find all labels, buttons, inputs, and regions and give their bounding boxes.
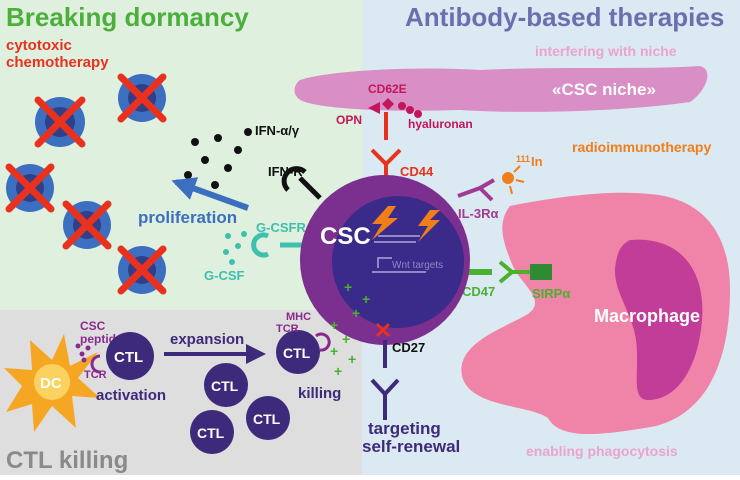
label-proliferation: proliferation: [138, 208, 237, 227]
il3ra-antibody: [457, 178, 495, 202]
hyaluronan-chain: [398, 102, 422, 118]
label-cd47: CD47: [462, 284, 495, 299]
ctl-cell-expanded-3: [190, 410, 234, 454]
svg-text:+: +: [334, 363, 342, 379]
svg-text:+: +: [348, 351, 356, 367]
wnt-arrow: [377, 257, 392, 268]
sirpa-receptor: [530, 264, 552, 280]
title-ctl-killing: CTL killing: [6, 447, 128, 474]
indium-isotope: [502, 172, 514, 184]
label-chemotherapy: chemotherapy: [6, 54, 109, 71]
label-radioimmunotherapy: radioimmunotherapy: [572, 139, 711, 155]
radiation-bolt-1: [418, 210, 440, 242]
label-hyaluronan: hyaluronan: [408, 117, 473, 131]
svg-text:+: +: [344, 279, 352, 295]
label-activation: activation: [96, 387, 166, 404]
proliferation-arrow: [171, 177, 250, 211]
gcsf-molecules: [223, 231, 247, 265]
label-cytotoxic: cytotoxic: [6, 37, 72, 54]
ctl-cell-activation: [106, 332, 154, 380]
label-csc-niche: «CSC niche»: [552, 80, 656, 99]
gcsf-receptor: [251, 232, 305, 258]
label-cd44: CD44: [400, 164, 434, 179]
label-indium: In: [531, 154, 543, 169]
cd62e-marker: [382, 98, 394, 110]
cd47-antibody: [498, 260, 530, 284]
label-wnt-targets: Wnt targets: [392, 260, 443, 271]
tcr-receptor-killing: [315, 332, 331, 352]
label-gcsfr: G-CSFR: [256, 220, 306, 235]
svg-text:+: +: [342, 331, 350, 347]
svg-text:+: +: [352, 305, 360, 321]
label-ctl-1: CTL: [114, 349, 143, 366]
radiation-bolt-2: [372, 206, 398, 240]
dc-nucleus: [34, 364, 70, 400]
label-gcsf: G-CSF: [204, 268, 245, 283]
csc-peptides: [75, 343, 91, 363]
label-targeting: targeting: [368, 419, 441, 438]
label-ctl-3: CTL: [253, 411, 281, 427]
opn-marker: [368, 102, 380, 114]
label-ctl-2: CTL: [211, 378, 239, 394]
label-macrophage: Macrophage: [594, 306, 700, 326]
title-antibody-therapies: Antibody-based therapies: [405, 2, 724, 32]
label-interfering-niche: interfering with niche: [535, 43, 677, 59]
dna-strands: [374, 235, 420, 243]
label-sirpa: SIRPα: [532, 286, 570, 301]
label-cd27: CD27: [392, 340, 425, 355]
svg-text:+: +: [330, 317, 338, 333]
title-breaking-dormancy: Breaking dormancy: [6, 2, 249, 32]
label-enabling-phagocytosis: enabling phagocytosis: [526, 443, 678, 459]
label-ifnr: IFN-R: [268, 164, 303, 179]
csc-niche: [294, 66, 708, 112]
ifn-receptor: [281, 166, 322, 200]
label-tcr-kill: TCR: [276, 323, 299, 335]
label-cd62e: CD62E: [368, 82, 407, 96]
svg-text:+: +: [330, 343, 338, 359]
ifn-molecules: [184, 128, 252, 189]
label-ifn: IFN-α/γ: [255, 123, 300, 138]
macrophage-nucleus: [614, 239, 703, 400]
label-il3ra: IL-3Rα: [458, 206, 499, 221]
dormant-cell-killed-2: [117, 73, 167, 123]
label-ctl-5: CTL: [283, 345, 311, 361]
dormant-cell-killed-5: [117, 245, 167, 295]
ctl-cell-expanded-2: [246, 396, 290, 440]
ctl-cell-killing: [276, 330, 320, 374]
label-opn: OPN: [336, 113, 362, 127]
label-ctl-4: CTL: [197, 425, 225, 441]
svg-text:+: +: [362, 291, 370, 307]
dormant-cell-killed-3: [5, 163, 55, 213]
label-dc: DC: [40, 375, 62, 392]
ctl-cell-expanded-1: [204, 363, 248, 407]
dormant-cell-killed-1: [34, 96, 86, 148]
label-csc-peptides-1: CSC: [80, 319, 106, 333]
label-self-renewal: self-renewal: [362, 437, 460, 456]
cd27-antibody: [370, 378, 400, 420]
cd27-block-mark: [375, 322, 391, 338]
tcr-receptor-dc: [90, 354, 101, 374]
label-mhc: MHC: [286, 311, 311, 323]
radiation-rays: [509, 165, 525, 195]
label-indium-mass: 111: [516, 154, 530, 164]
label-csc: CSC: [320, 223, 371, 250]
dormant-cell-killed-4: [62, 200, 112, 250]
label-killing: killing: [298, 385, 341, 402]
cytotoxic-granules: +++ +++ ++: [330, 279, 370, 379]
label-expansion: expansion: [170, 331, 244, 348]
label-tcr-dc: TCR: [84, 369, 107, 381]
